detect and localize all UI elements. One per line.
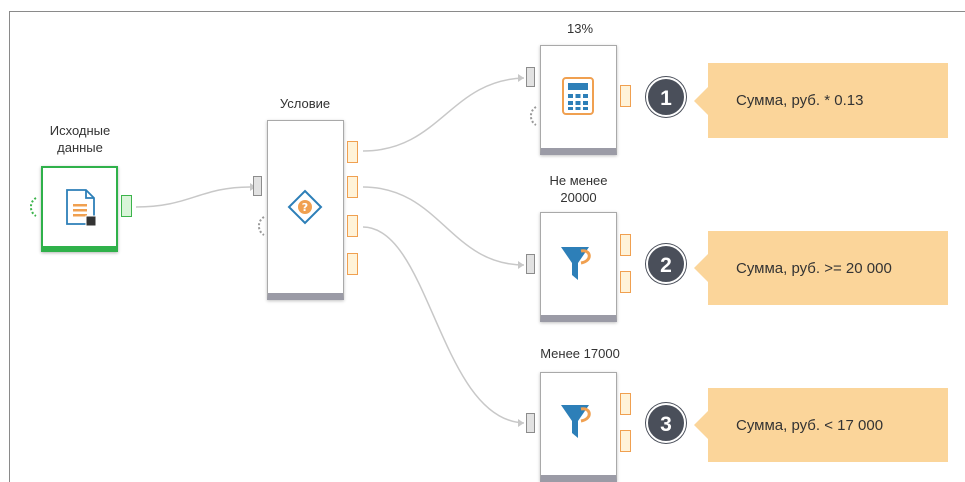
filter1-node[interactable] [540,212,617,322]
filter2-node-label: Менее 17000 [540,346,620,361]
link-condition-filter2 [362,226,525,424]
document-icon [66,189,97,227]
link-condition-filter1 [362,186,525,266]
arrow-calc [518,74,524,82]
condition-node-label: Условие [279,96,331,111]
funnel-icon [561,405,591,438]
calc-node-label: 13% [566,21,594,36]
condition-output-port-2[interactable] [347,176,358,198]
loading-ring-icon [22,196,40,218]
arrow-filter2 [518,419,524,427]
callout-1-text: Сумма, руб. * 0.13 [736,92,864,109]
source-output-port[interactable] [121,195,132,217]
source-node[interactable] [41,166,118,252]
calc-input-port[interactable] [526,67,535,87]
filter2-output-port-1[interactable] [620,393,631,415]
filter2-input-port[interactable] [526,413,535,433]
loading-ring-icon [522,105,540,127]
link-source-condition [135,186,251,208]
filter1-input-port[interactable] [526,254,535,274]
filter1-node-label: Не менее 20000 [549,173,608,205]
calculator-icon [562,77,594,115]
callout-3-text: Сумма, руб. < 17 000 [736,416,884,434]
callout-3: Сумма, руб. < 17 000 [708,388,948,462]
funnel-icon [561,247,591,280]
callout-2: Сумма, руб. >= 20 000 [708,231,948,305]
callout-1: Сумма, руб. * 0.13 [708,63,948,138]
canvas-frame [9,11,965,482]
condition-diamond-icon: ? [287,189,323,225]
filter2-node[interactable] [540,372,617,482]
condition-output-port-3[interactable] [347,215,358,237]
link-condition-calc [362,77,525,152]
condition-input-port[interactable] [253,176,262,196]
step-badge-3: 3 [646,403,686,443]
step-badge-2: 2 [646,244,686,284]
calc-node[interactable] [540,45,617,155]
filter1-output-port-1[interactable] [620,234,631,256]
arrow-filter1 [518,261,524,269]
condition-node[interactable]: ? [267,120,344,300]
step-badge-1: 1 [646,77,686,117]
loading-ring-icon [250,215,268,237]
condition-output-port-1[interactable] [347,141,358,163]
filter1-output-port-2[interactable] [620,271,631,293]
source-node-label: Исходные данные [49,123,111,155]
callout-2-text: Сумма, руб. >= 20 000 [736,259,892,277]
svg-text:?: ? [302,201,308,214]
condition-output-port-4[interactable] [347,253,358,275]
calc-output-port[interactable] [620,85,631,107]
filter2-output-port-2[interactable] [620,430,631,452]
